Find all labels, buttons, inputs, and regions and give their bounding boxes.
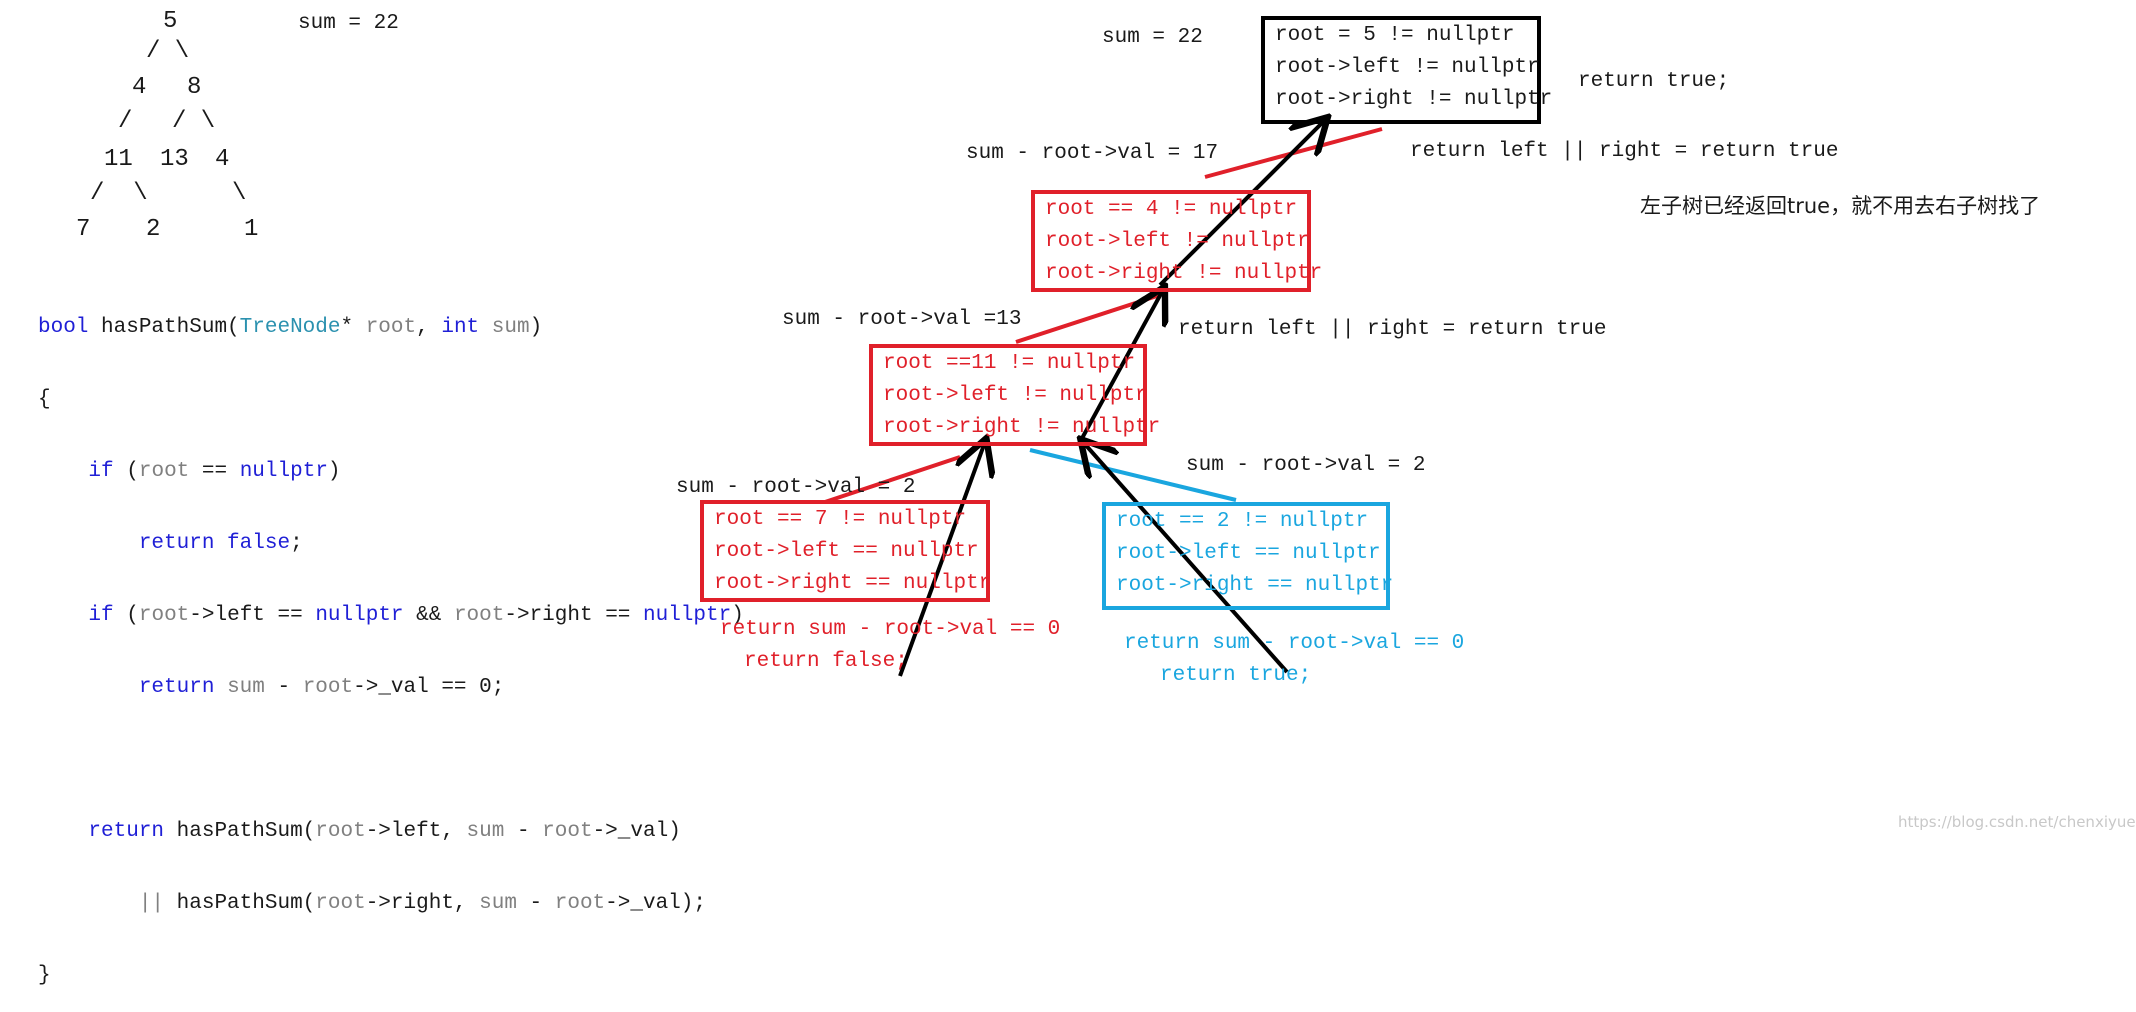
sum-2-right-label: sum - root->val = 2 [1186, 454, 1426, 477]
code-kw: bool [38, 316, 89, 339]
tree-node-2: 2 [146, 216, 161, 243]
node-box-line: root->left == nullptr [714, 540, 979, 563]
code-text: && [403, 604, 454, 627]
tree-edges-1: / \ [146, 38, 190, 65]
sum-2-left-label: sum - root->val = 2 [676, 476, 916, 499]
tree-node-7: 7 [76, 216, 91, 243]
node-box-11: root ==11 != nullptr root->left != nullp… [869, 344, 1161, 446]
tree-node-5: 5 [163, 8, 178, 35]
code-text: hasPathSum( [88, 316, 240, 339]
sum-17-label: sum - root->val = 17 [966, 142, 1219, 165]
sum-label-left: sum = 22 [298, 12, 399, 35]
code-text: - [516, 892, 555, 915]
left-return-expr: return sum - root->val == 0 [720, 618, 1061, 641]
code-text: ) [529, 316, 543, 339]
tree-edges-2-right: / \ [172, 108, 216, 135]
node-box-line: root->right != nullptr [1275, 88, 1553, 111]
node-box-line: root->left != nullptr [1275, 56, 1540, 79]
node-box-line: root->right == nullptr [714, 572, 992, 595]
node-box-line: root->left != nullptr [883, 384, 1148, 407]
code-text: ( [113, 604, 139, 627]
code-or: || [138, 892, 165, 915]
cn-note: 左子树已经返回true，就不用去右子树找了 [1640, 194, 2041, 218]
tree-node-4b: 4 [215, 146, 230, 173]
node-box-line: root->right != nullptr [1045, 262, 1323, 285]
right-return-true: return true; [1160, 664, 1312, 687]
tree-node-4: 4 [132, 74, 147, 101]
code-kw: if [88, 604, 114, 627]
code-text: == [189, 460, 240, 483]
arrow-return-4 [1158, 120, 1325, 287]
code-param: root [365, 316, 417, 339]
tree-node-1: 1 [244, 216, 259, 243]
code-text: ->_val); [605, 892, 706, 915]
code-param: sum [479, 316, 530, 339]
left-return-false: return false; [744, 650, 908, 673]
node-box-line: root->right == nullptr [1116, 574, 1394, 597]
code-param: root [302, 676, 354, 699]
code-text: ( [113, 460, 139, 483]
sum-label-top: sum = 22 [1102, 26, 1203, 49]
node-box-4: root == 4 != nullptr root->left != nullp… [1031, 190, 1323, 292]
code-text: , [416, 316, 442, 339]
code-text: * [340, 316, 366, 339]
connector-layer [824, 0, 1383, 677]
code-type: TreeNode [239, 316, 341, 339]
node-box-line: root ==11 != nullptr [883, 352, 1136, 375]
code-kw: if [88, 460, 114, 483]
code-param: root [138, 604, 190, 627]
code-param: sum [479, 892, 517, 915]
tree-edges-3-right: \ [232, 180, 247, 207]
return-left-right-top: return left || right = return true [1410, 140, 1839, 163]
code-kw: return false [138, 532, 291, 555]
tree-node-8: 8 [187, 74, 202, 101]
node-box-line: root == 4 != nullptr [1045, 198, 1298, 221]
code-param: root [554, 892, 606, 915]
watermark: https://blog.csdn.net/chenxiyuehh [1898, 813, 2136, 831]
code-kw: nullptr [239, 460, 328, 483]
code-param: root [138, 460, 190, 483]
tree-edges-2-left: / [118, 108, 133, 135]
edge-11-2 [1029, 448, 1237, 502]
code-kw: int [441, 316, 480, 339]
code-text: ->right, [365, 892, 480, 915]
sum-13-label: sum - root->val =13 [782, 308, 1022, 331]
code-param: sum [227, 676, 265, 699]
node-box-5: root = 5 != nullptr root->left != nullpt… [1261, 16, 1553, 124]
code-kw: nullptr [315, 604, 404, 627]
arrow-return-11 [1078, 290, 1163, 443]
node-box-line: root->left == nullptr [1116, 542, 1381, 565]
tree-edges-3-left: / \ [90, 180, 148, 207]
arrow-return-7 [898, 442, 985, 677]
tree-node-11: 11 [104, 146, 133, 173]
code-text: hasPathSum( [164, 892, 316, 915]
code-line: } [38, 964, 51, 987]
code-text: ->_val == 0; [353, 676, 505, 699]
code-param: root [315, 892, 366, 915]
edge-11-7 [824, 455, 961, 504]
tree-node-13: 13 [160, 146, 189, 173]
node-box-line: root->right != nullptr [883, 416, 1161, 439]
right-return-expr: return sum - root->val == 0 [1124, 632, 1465, 655]
node-box-2: root == 2 != nullptr root->left == nullp… [1102, 502, 1394, 610]
code-text: ) [731, 604, 744, 627]
code-text: - [264, 676, 303, 699]
code-kw: return [138, 676, 215, 699]
node-box-7: root == 7 != nullptr root->left == nullp… [700, 500, 992, 602]
node-box-line: root = 5 != nullptr [1275, 24, 1515, 47]
return-true-top: return true; [1578, 70, 1730, 93]
node-box-line: root->left != nullptr [1045, 230, 1310, 253]
code-text: ) [327, 460, 341, 483]
code-kw: nullptr [643, 604, 732, 627]
code-line: { [38, 388, 51, 411]
node-box-line: root == 2 != nullptr [1116, 510, 1369, 533]
code-text: ->left == [189, 604, 316, 627]
code-text: ; [290, 532, 303, 555]
return-left-right-mid: return left || right = return true [1178, 318, 1607, 341]
code-text: ->right == [504, 604, 643, 627]
code-param: root [453, 604, 505, 627]
arrow-return-2 [1083, 442, 1289, 674]
node-box-line: root == 7 != nullptr [714, 508, 967, 531]
